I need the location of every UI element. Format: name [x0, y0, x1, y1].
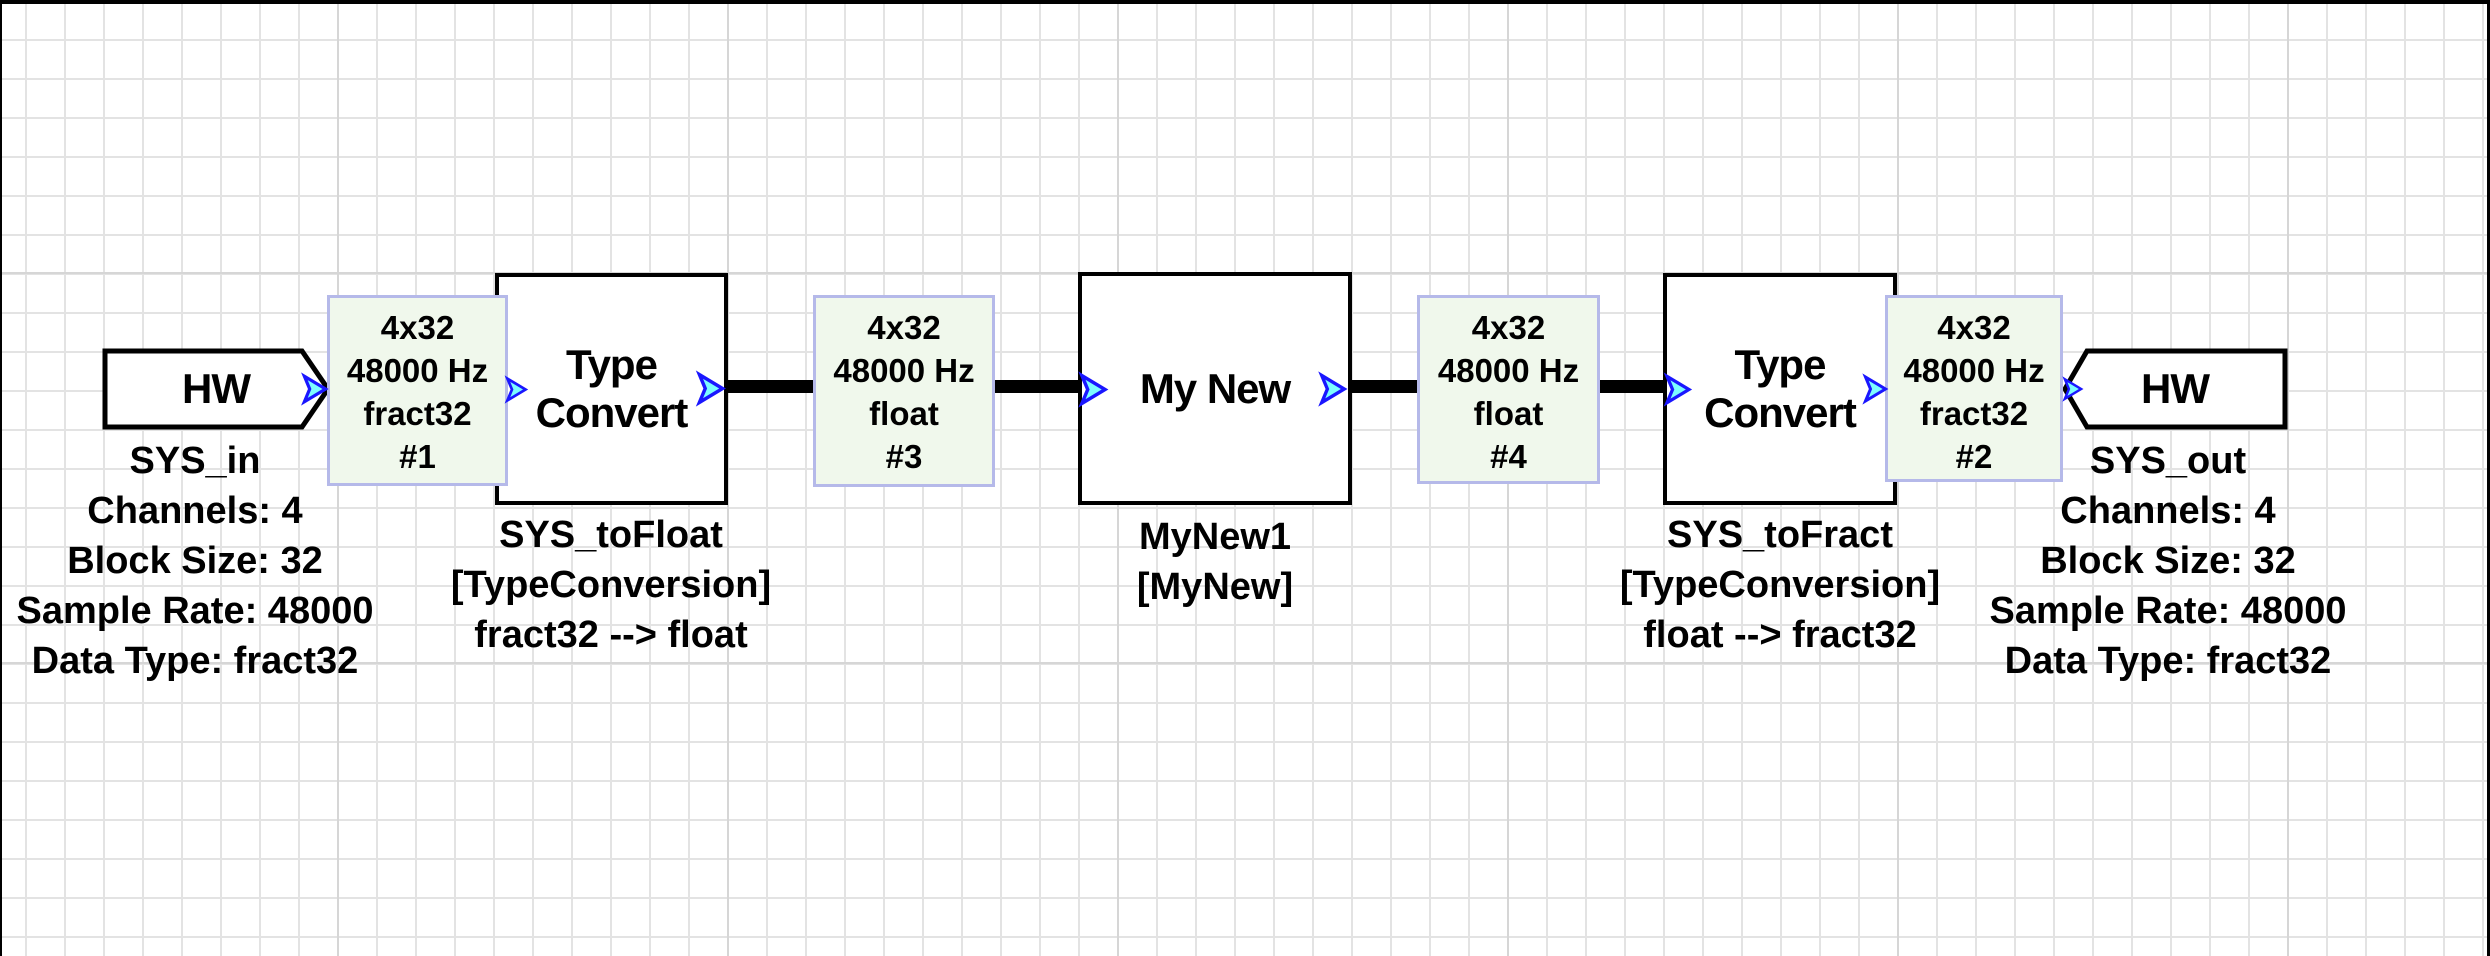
pin-typeconvert-2-input[interactable] — [1661, 372, 1695, 407]
caption-line: Data Type: fract32 — [2004, 640, 2332, 682]
caption-line: SYS_toFract — [1667, 514, 1893, 556]
caption-line: Sample Rate: 48000 — [16, 590, 374, 632]
wire-label-line: 48000 Hz — [1437, 352, 1580, 389]
block-typeconvert-1-label: Type Convert — [535, 341, 689, 436]
caption-line: MyNew1 — [1138, 516, 1292, 558]
pin-hw-input-output[interactable] — [301, 372, 329, 406]
block-typeconvert-1-caption: SYS_toFloat [TypeConversion] fract32 -->… — [291, 510, 931, 660]
block-hw-input-label: HW — [182, 365, 251, 412]
wire-label-line: 48000 Hz — [1903, 352, 2045, 389]
block-mynew-caption: MyNew1 [MyNew] — [895, 512, 1535, 612]
wire-label-line: 4x32 — [1937, 309, 2011, 346]
caption-line: SYS_toFloat — [499, 514, 723, 556]
pin-mynew-output[interactable] — [1316, 371, 1350, 407]
wire-label-line: 48000 Hz — [346, 352, 489, 389]
caption-line: [TypeConversion] — [1619, 564, 1941, 606]
wire-label-line: 4x32 — [380, 309, 455, 346]
hw-input-shape — [102, 348, 332, 430]
caption-line: Channels: 4 — [87, 490, 303, 532]
caption-line: float --> fract32 — [1643, 614, 1917, 656]
block-typeconvert-2[interactable]: Type Convert — [1663, 273, 1897, 505]
caption-line: Data Type: fract32 — [31, 640, 359, 682]
canvas-frame-left — [0, 0, 2, 956]
canvas-frame-right — [2487, 0, 2490, 956]
caption-line: Channels: 4 — [2060, 490, 2276, 532]
block-hw-input[interactable]: HW — [102, 346, 332, 432]
wire-label-line: #4 — [1490, 438, 1527, 475]
wire-label-3[interactable]: 4x32 48000 Hz float #3 — [813, 295, 995, 487]
wire-label-line: 4x32 — [867, 309, 941, 346]
pin-typeconvert-1-output[interactable] — [694, 370, 728, 407]
wire-label-line: 48000 Hz — [833, 352, 975, 389]
wire-label-line: float — [1473, 395, 1544, 432]
block-typeconvert-2-label: Type Convert — [1704, 341, 1857, 436]
caption-line: SYS_in — [129, 440, 261, 482]
caption-line: [MyNew] — [1136, 566, 1294, 608]
wire-label-line: fract32 — [1919, 395, 2029, 432]
wire-label-line: 4x32 — [1471, 309, 1546, 346]
pin-typeconvert-2-output[interactable] — [1862, 373, 1889, 405]
wire-label-line: #3 — [885, 438, 923, 475]
caption-line: Block Size: 32 — [67, 540, 323, 582]
block-typeconvert-1[interactable]: Type Convert — [495, 273, 728, 505]
block-hw-output-caption: SYS_out Channels: 4 Block Size: 32 Sampl… — [1848, 436, 2488, 686]
block-hw-output-label: HW — [2141, 365, 2210, 412]
caption-line: fract32 --> float — [474, 614, 748, 656]
canvas-frame-top — [0, 0, 2490, 4]
wire-label-line: fract32 — [363, 395, 472, 432]
caption-line: Block Size: 32 — [2040, 540, 2296, 582]
caption-line: SYS_out — [2089, 440, 2247, 482]
pin-hw-output-input[interactable] — [2061, 376, 2085, 402]
wire-label-line: #2 — [1955, 438, 1993, 475]
block-mynew-label: My New — [1139, 364, 1291, 412]
pin-mynew-input[interactable] — [1076, 371, 1111, 408]
wire-label-line: float — [869, 395, 939, 432]
wire-label-1[interactable]: 4x32 48000 Hz fract32 #1 — [327, 295, 508, 486]
wire-label-2[interactable]: 4x32 48000 Hz fract32 #2 — [1885, 295, 2063, 482]
block-hw-input-caption: SYS_in Channels: 4 Block Size: 32 Sample… — [0, 436, 515, 686]
block-mynew[interactable]: My New — [1078, 272, 1352, 505]
block-hw-output[interactable]: HW — [2061, 346, 2289, 432]
pin-typeconvert-1-input[interactable] — [504, 375, 529, 404]
block-typeconvert-2-caption: SYS_toFract [TypeConversion] float --> f… — [1460, 510, 2100, 660]
wire-label-line: #1 — [399, 438, 436, 475]
caption-line: [TypeConversion] — [450, 564, 772, 606]
wire-label-4[interactable]: 4x32 48000 Hz float #4 — [1417, 295, 1600, 484]
caption-line: Sample Rate: 48000 — [1989, 590, 2347, 632]
